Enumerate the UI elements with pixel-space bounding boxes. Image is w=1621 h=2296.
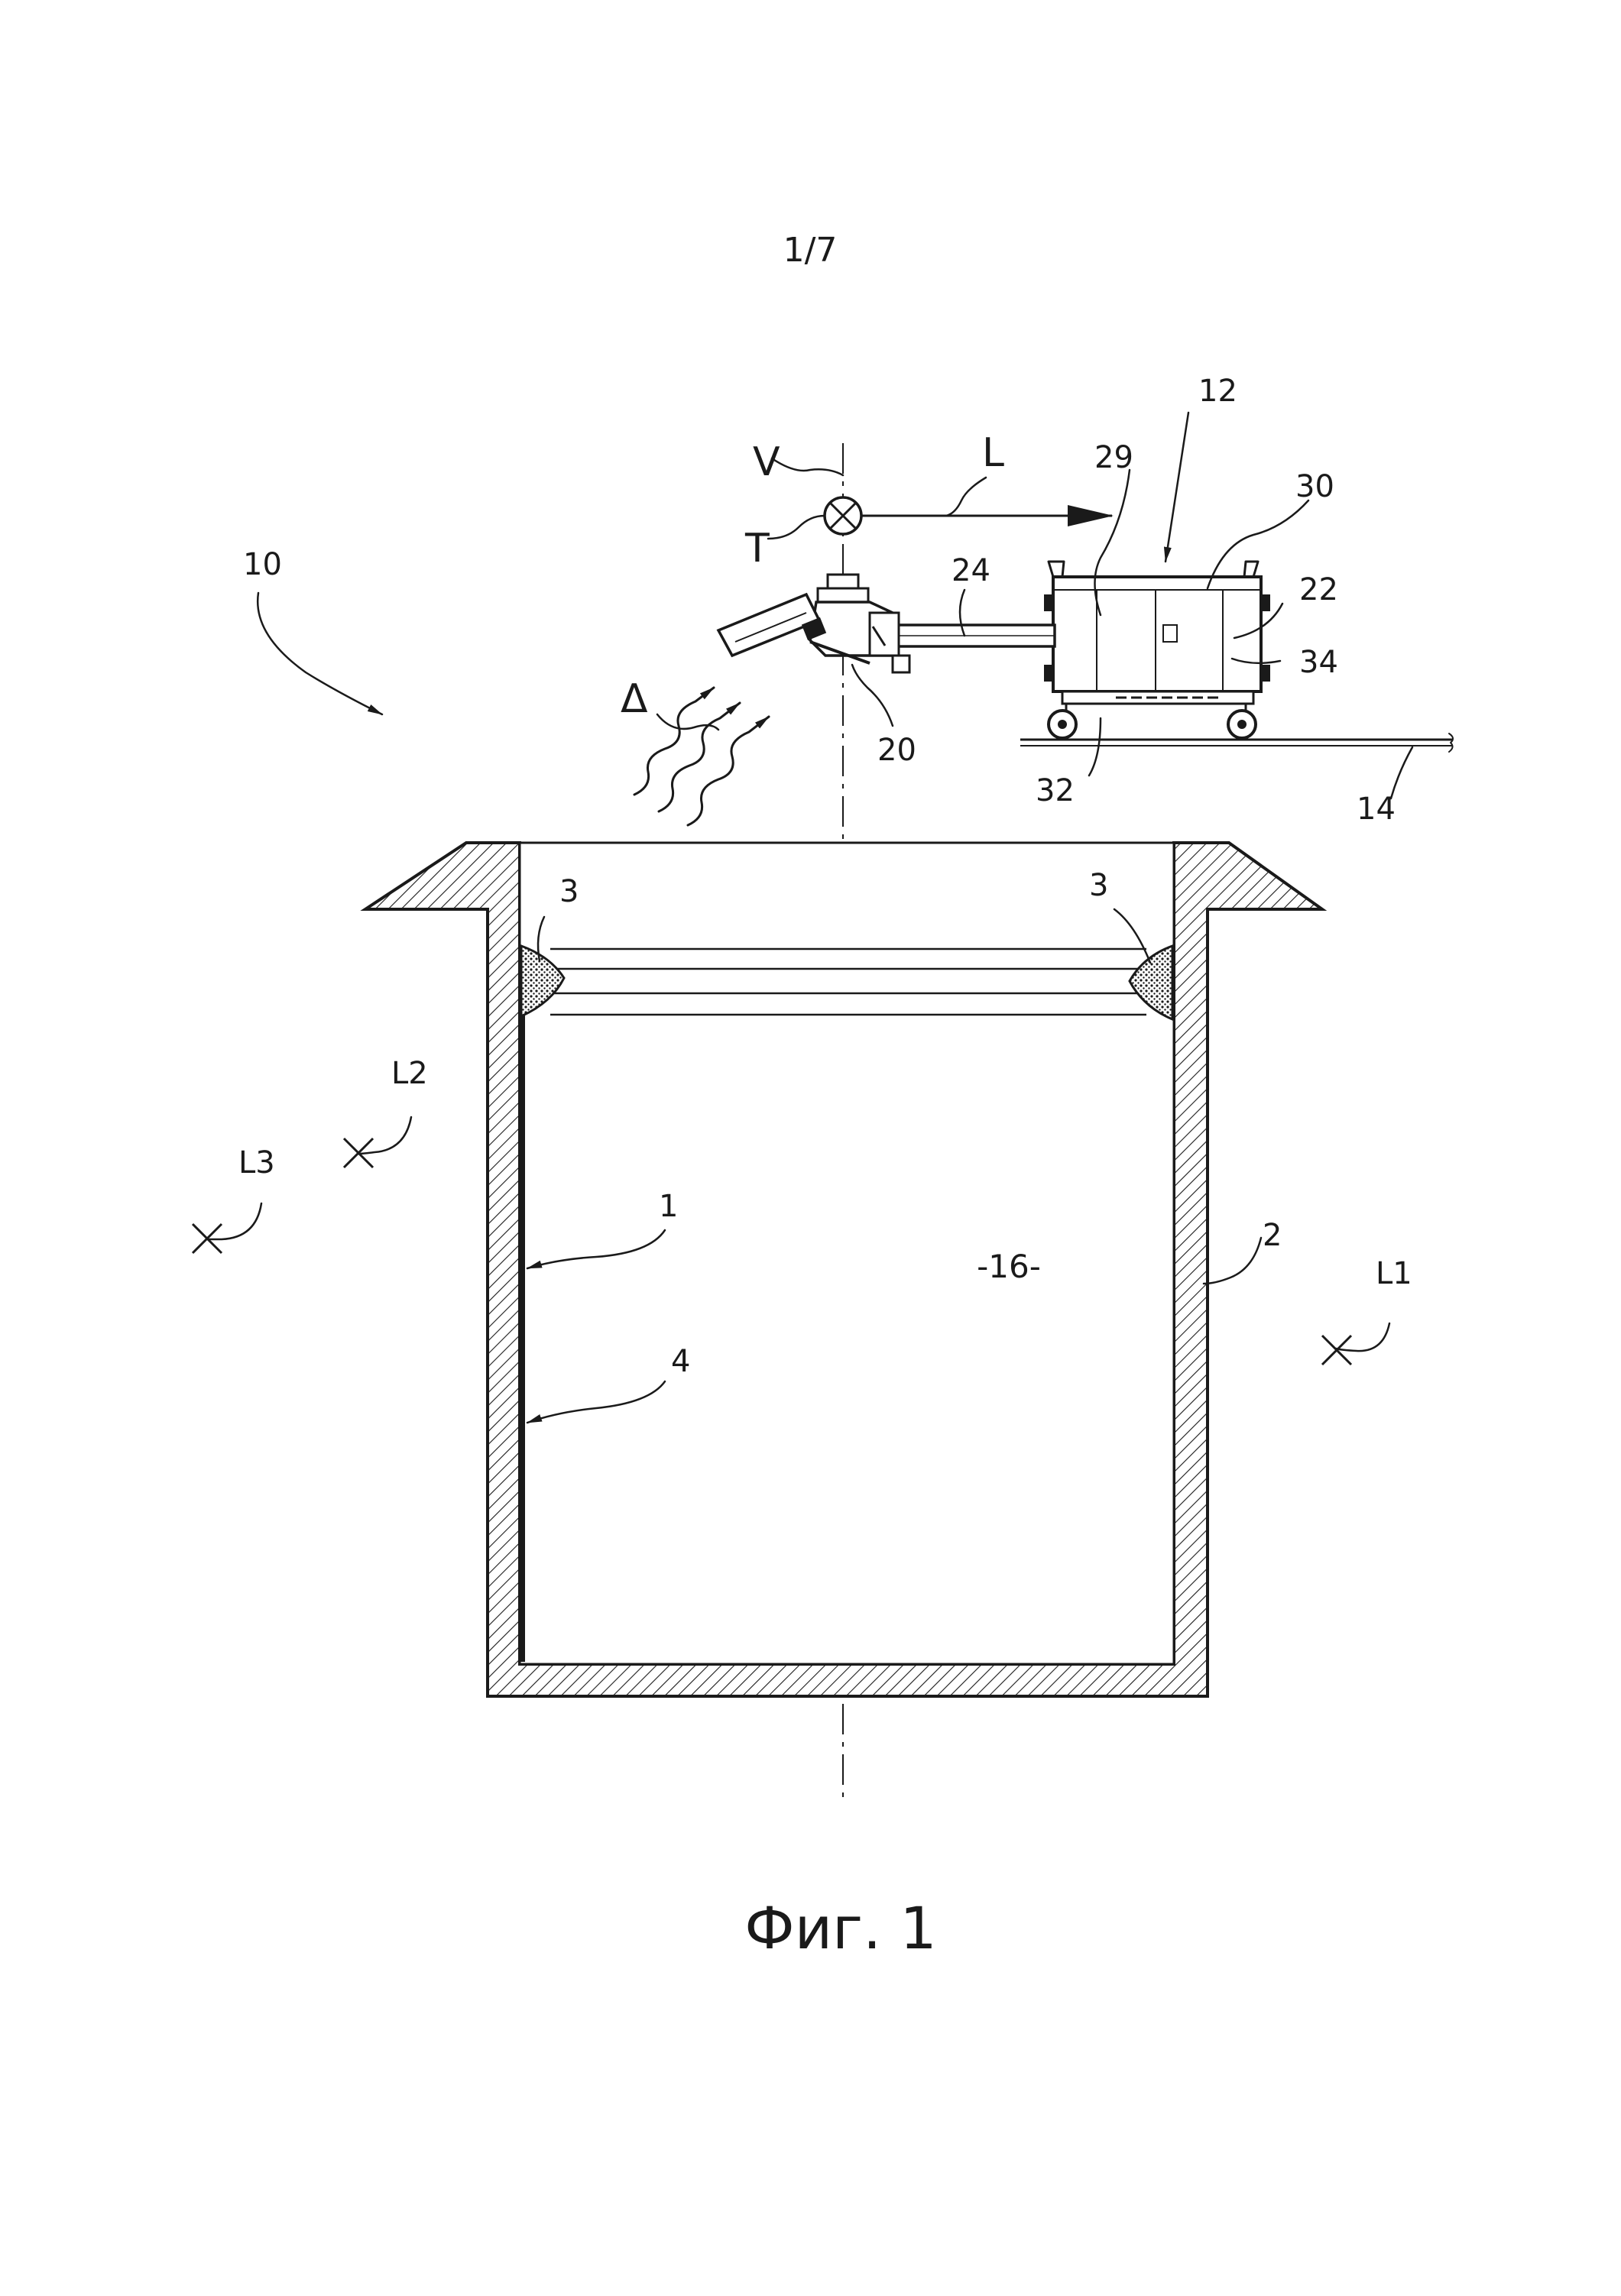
machine-wheels — [1047, 704, 1257, 740]
label-20: 20 — [877, 733, 916, 768]
leader-lines — [206, 411, 1414, 1424]
deposit-right — [1128, 944, 1174, 1022]
label-10: 10 — [243, 547, 282, 582]
label-22: 22 — [1299, 572, 1338, 607]
figure-caption: Фиг. 1 — [744, 1894, 936, 1962]
label-l2: L2 — [391, 1056, 428, 1091]
label-32: 32 — [1036, 773, 1075, 808]
label-3-right: 3 — [1089, 868, 1108, 903]
label-v: V — [753, 439, 780, 485]
label-t: T — [744, 526, 770, 572]
machine-housing — [1044, 560, 1270, 705]
rail — [1020, 733, 1454, 753]
vessel-wall — [360, 841, 1328, 1698]
page-number: 1/7 — [783, 231, 838, 270]
label-delta: Δ — [621, 676, 648, 722]
heat-waves — [633, 686, 770, 827]
label-l: L — [982, 430, 1004, 476]
label-l3: L3 — [238, 1145, 275, 1180]
label-3-left: 3 — [559, 874, 579, 909]
machine-arm — [896, 623, 1056, 648]
label-34: 34 — [1299, 645, 1338, 680]
label-1: 1 — [659, 1189, 678, 1224]
label-24: 24 — [952, 553, 990, 588]
label-29: 29 — [1094, 440, 1133, 475]
rotation-symbol — [823, 496, 863, 536]
label-14: 14 — [1357, 792, 1396, 827]
level-band-lines — [550, 947, 1146, 1016]
position-markers — [191, 1137, 1353, 1366]
label-2: 2 — [1263, 1218, 1282, 1253]
tool-head — [716, 573, 911, 674]
label-l1: L1 — [1376, 1256, 1412, 1291]
label-16: -16- — [977, 1248, 1041, 1285]
label-12: 12 — [1198, 374, 1237, 409]
label-30: 30 — [1295, 469, 1334, 504]
label-4: 4 — [671, 1344, 690, 1379]
